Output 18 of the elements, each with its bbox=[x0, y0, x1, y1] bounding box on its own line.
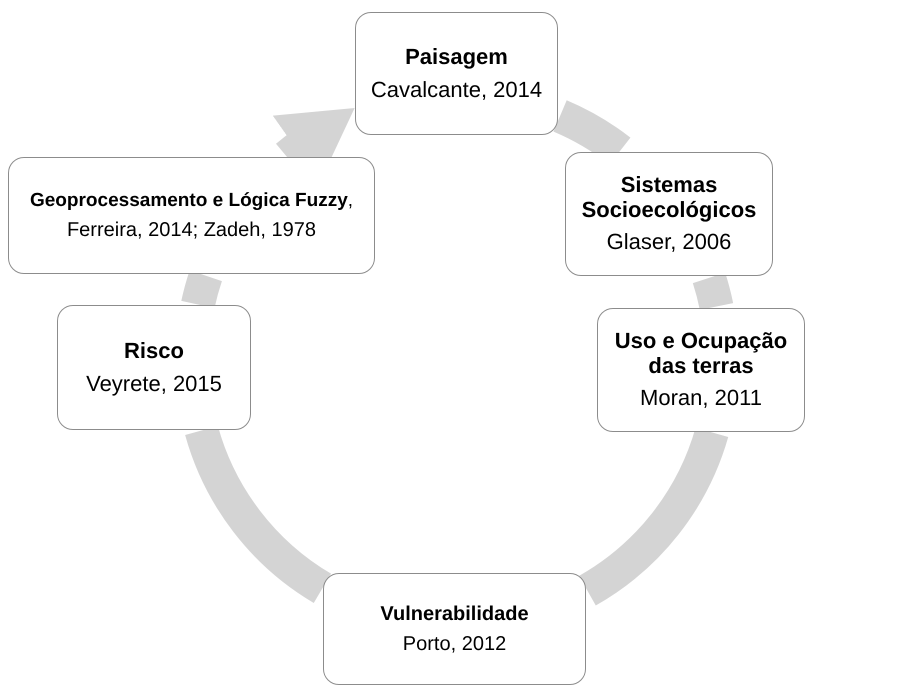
reference-text: Moran, 2011 bbox=[640, 386, 762, 411]
reference-text: Ferreira, 2014; Zadeh, 1978 bbox=[66, 218, 316, 242]
reference-text: Veyrete, 2015 bbox=[86, 372, 222, 396]
concept-title: Vulnerabilidade bbox=[380, 602, 529, 625]
reference-text: Cavalcante, 2014 bbox=[370, 78, 542, 102]
reference-text: Porto, 2012 bbox=[402, 633, 506, 656]
concept-box bbox=[565, 152, 773, 276]
concept-title: Uso e Ocupação das terras bbox=[614, 329, 788, 378]
concept-box bbox=[323, 573, 586, 685]
concept-box bbox=[8, 157, 375, 274]
concept-box bbox=[355, 12, 558, 135]
reference-text: Glaser, 2006 bbox=[606, 230, 732, 255]
concept-title: Geoprocessamento e Lógica Fuzzy, bbox=[30, 190, 354, 211]
concept-title: Paisagem bbox=[405, 44, 508, 70]
concept-box bbox=[57, 305, 251, 430]
concept-box bbox=[597, 308, 805, 432]
concept-title: Risco bbox=[124, 338, 184, 364]
concept-title: Sistemas Socioecológicos bbox=[580, 173, 758, 222]
